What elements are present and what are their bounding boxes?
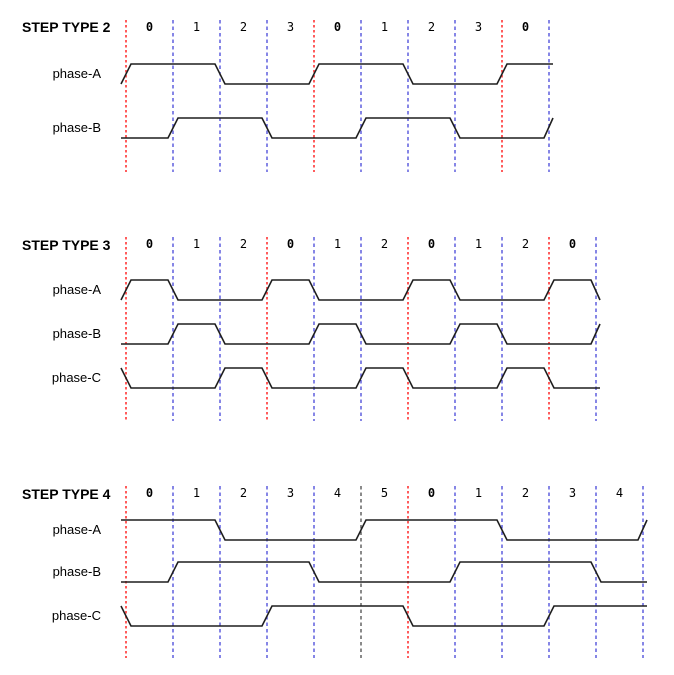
- step-number-label: 2: [239, 20, 248, 34]
- step-number-label: 1: [380, 20, 389, 34]
- step-number-label: 1: [192, 20, 201, 34]
- step-number-label: 0: [521, 20, 530, 34]
- phase-label: phase-C: [51, 370, 101, 385]
- step-number-label: 3: [286, 20, 295, 34]
- phase-waveform: [121, 561, 647, 583]
- step-number-label: 3: [568, 486, 577, 500]
- step-number-label: 3: [286, 486, 295, 500]
- diagram-title: STEP TYPE 3: [22, 237, 111, 253]
- diagram-title: STEP TYPE 4: [22, 486, 111, 502]
- step-number-label: 2: [380, 237, 389, 251]
- step-number-label: 0: [145, 486, 154, 500]
- step-number-label: 1: [192, 486, 201, 500]
- step-number-label: 0: [333, 20, 342, 34]
- diagram-title: STEP TYPE 2: [22, 19, 111, 35]
- step-number-label: 1: [474, 486, 483, 500]
- step-number-label: 2: [239, 486, 248, 500]
- phase-waveform: [121, 117, 554, 139]
- phase-label: phase-B: [52, 564, 101, 579]
- phase-label: phase-B: [52, 326, 101, 341]
- phase-waveform: [120, 63, 553, 85]
- step-number-label: 0: [427, 486, 436, 500]
- step-number-label: 0: [145, 20, 154, 34]
- step-number-label: 4: [333, 486, 342, 500]
- step-number-label: 2: [427, 20, 436, 34]
- phase-waveform: [120, 279, 601, 301]
- phase-label: phase-A: [52, 522, 101, 537]
- phase-waveform: [121, 323, 601, 345]
- step-number-label: 0: [286, 237, 295, 251]
- step-number-label: 0: [568, 237, 577, 251]
- step-number-label: 2: [521, 486, 530, 500]
- phase-waveform: [120, 367, 600, 389]
- step-number-label: 0: [145, 237, 154, 251]
- phase-label: phase-A: [52, 282, 101, 297]
- step-number-label: 0: [427, 237, 436, 251]
- step-number-label: 5: [380, 486, 389, 500]
- step-number-label: 2: [521, 237, 530, 251]
- phase-waveform: [121, 519, 648, 541]
- phase-label: phase-C: [51, 608, 101, 623]
- step-number-label: 1: [474, 237, 483, 251]
- step-number-label: 1: [192, 237, 201, 251]
- step-number-label: 4: [615, 486, 624, 500]
- step-number-label: 2: [239, 237, 248, 251]
- phase-label: phase-B: [52, 120, 101, 135]
- step-number-label: 3: [474, 20, 483, 34]
- phase-waveform: [120, 605, 647, 627]
- phase-label: phase-A: [52, 66, 101, 81]
- step-number-label: 1: [333, 237, 342, 251]
